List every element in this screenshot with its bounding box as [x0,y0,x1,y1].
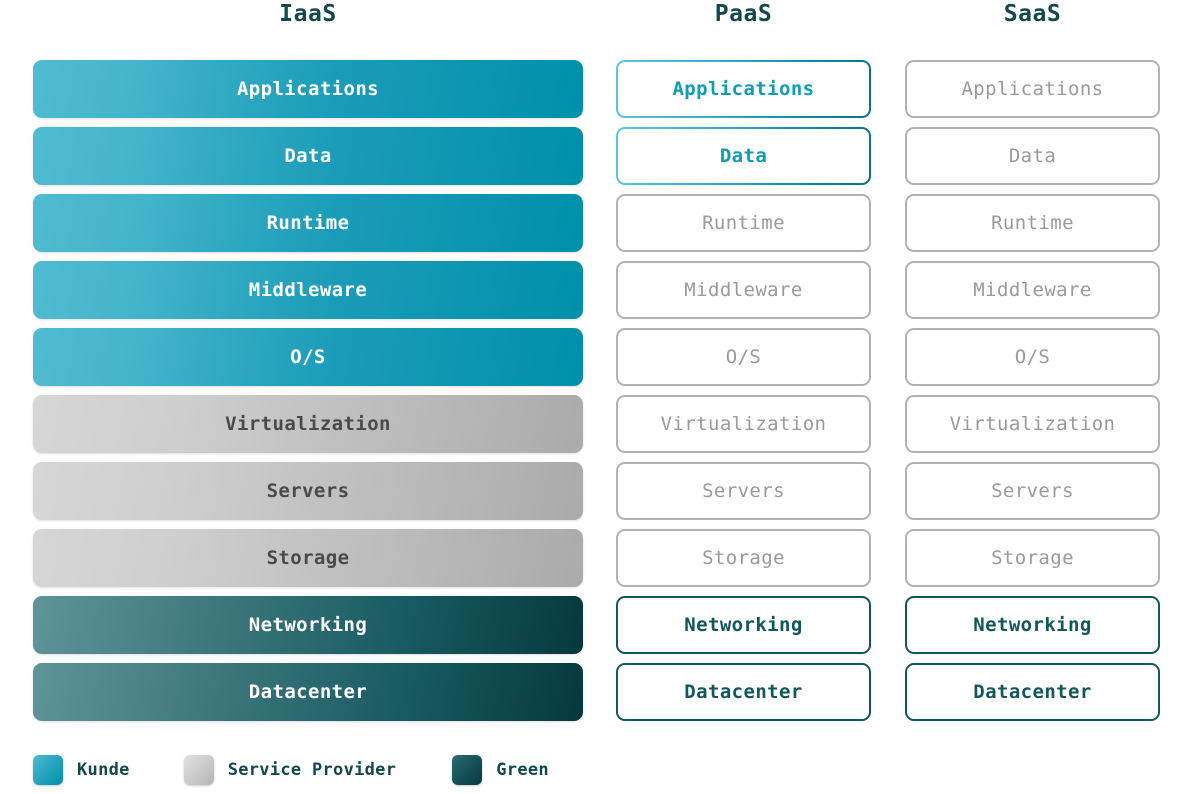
layer-box-iaas-middleware[interactable]: Middleware [33,261,583,319]
legend: Kunde Service Provider Green [33,748,549,792]
layer-label: Datacenter [684,680,803,703]
layer-label: Applications [961,77,1104,100]
layer-box-saas-networking[interactable]: Networking [905,596,1160,654]
layer-box-saas-os[interactable]: O/S [905,328,1160,386]
layer-label: Servers [991,479,1074,502]
layer-label: Networking [973,613,1092,636]
layer-label: Data [719,144,768,167]
layer-box-iaas-virtualization[interactable]: Virtualization [33,395,583,453]
layer-box-iaas-servers[interactable]: Servers [33,462,583,520]
layer-label: Runtime [991,211,1074,234]
layer-box-paas-storage[interactable]: Storage [616,529,871,587]
layer-box-paas-os[interactable]: O/S [616,328,871,386]
layer-label: O/S [290,345,326,368]
layer-box-iaas-os[interactable]: O/S [33,328,583,386]
layer-label: Servers [266,479,350,502]
stack-paas: Applications Data Runtime Middleware O/S… [616,60,871,730]
layer-label: Virtualization [949,412,1116,435]
layer-box-saas-servers[interactable]: Servers [905,462,1160,520]
layer-label: Networking [248,613,368,636]
layer-label: Storage [702,546,785,569]
layer-label: Data [284,144,332,167]
layer-box-iaas-storage[interactable]: Storage [33,529,583,587]
layer-box-paas-middleware[interactable]: Middleware [616,261,871,319]
layer-box-paas-datacenter[interactable]: Datacenter [616,663,871,721]
legend-label-green: Green [496,760,549,780]
layer-label: Middleware [973,278,1092,301]
layer-label: Middleware [248,278,368,301]
legend-label-kunde: Kunde [77,760,130,780]
layer-label: Runtime [702,211,785,234]
legend-swatch-icon-kunde [33,755,63,785]
layer-label: Storage [266,546,350,569]
layer-label: Runtime [266,211,350,234]
layer-box-saas-virtualization[interactable]: Virtualization [905,395,1160,453]
layer-label: Middleware [684,278,803,301]
layer-label: Networking [684,613,803,636]
legend-item-kunde: Kunde [33,755,130,785]
layer-label: O/S [1014,345,1051,368]
layer-box-iaas-data[interactable]: Data [33,127,583,185]
stack-iaas: Applications Data Runtime Middleware O/S… [33,60,583,730]
layer-box-saas-datacenter[interactable]: Datacenter [905,663,1160,721]
column-title-paas: PaaS [714,1,773,27]
legend-label-service-provider: Service Provider [227,760,397,780]
layer-box-saas-storage[interactable]: Storage [905,529,1160,587]
layer-box-paas-networking[interactable]: Networking [616,596,871,654]
layer-box-paas-servers[interactable]: Servers [616,462,871,520]
layer-box-saas-middleware[interactable]: Middleware [905,261,1160,319]
layer-label: Applications [236,77,380,100]
layer-box-paas-data[interactable]: Data [616,127,871,185]
layer-label: Applications [672,77,815,100]
layer-label: Datacenter [973,680,1092,703]
layer-label: Virtualization [660,412,827,435]
layer-label: Storage [991,546,1074,569]
layer-label: Virtualization [225,412,391,435]
layer-box-paas-applications[interactable]: Applications [616,60,871,118]
legend-swatch-icon-green [452,755,483,785]
column-title-iaas: IaaS [279,1,337,27]
column-title-saas: SaaS [1003,1,1062,27]
column-headers: IaaS PaaS SaaS [0,0,1192,34]
layer-box-saas-runtime[interactable]: Runtime [905,194,1160,252]
layer-box-paas-runtime[interactable]: Runtime [616,194,871,252]
layer-label: Servers [702,479,785,502]
layer-box-paas-virtualization[interactable]: Virtualization [616,395,871,453]
layer-label: Data [1008,144,1057,167]
layer-box-iaas-runtime[interactable]: Runtime [33,194,583,252]
layer-box-iaas-applications[interactable]: Applications [33,60,583,118]
legend-item-green: Green [452,755,549,785]
legend-item-service-provider: Service Provider [183,755,397,785]
layer-box-saas-applications[interactable]: Applications [905,60,1160,118]
layer-label: Datacenter [248,680,368,703]
layer-box-saas-data[interactable]: Data [905,127,1160,185]
layer-box-iaas-datacenter[interactable]: Datacenter [33,663,583,721]
legend-swatch-icon-service-provider [183,755,214,785]
layer-label: O/S [725,345,762,368]
layer-box-iaas-networking[interactable]: Networking [33,596,583,654]
stack-saas: Applications Data Runtime Middleware O/S… [905,60,1160,730]
